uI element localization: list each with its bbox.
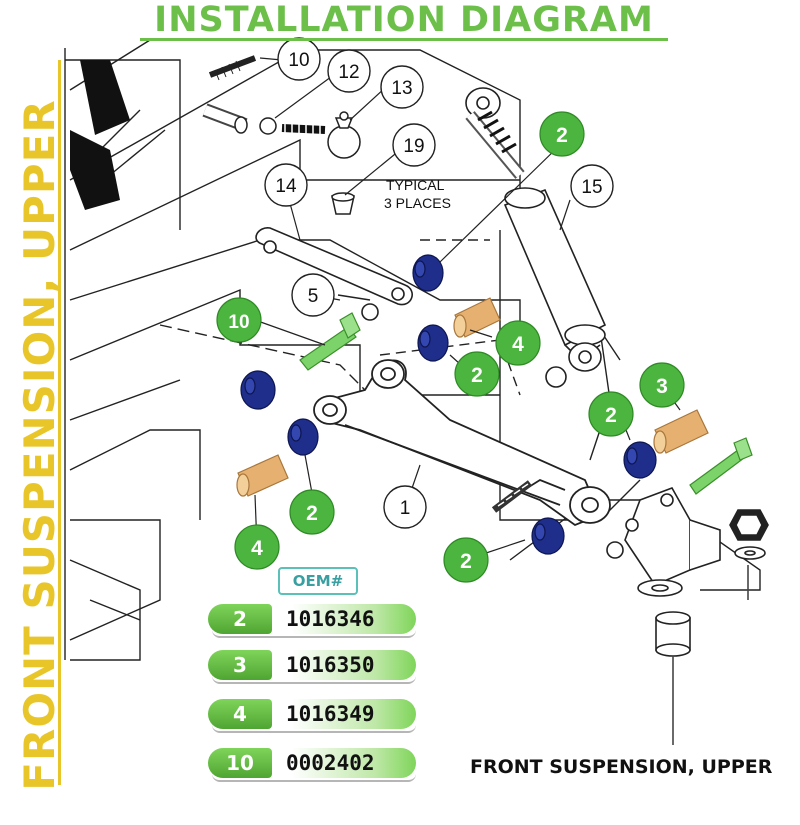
installation-diagram-page: 10 12 13 19 14 15 5 1 TYPICAL 3 PLACES 2… bbox=[15, 0, 773, 791]
oem-row: 10 0002402 bbox=[208, 748, 416, 782]
oem-row-part-number: 1016350 bbox=[278, 650, 416, 680]
title-underline bbox=[140, 38, 668, 41]
callout-4-green-b: 4 bbox=[234, 524, 280, 570]
svg-text:2: 2 bbox=[460, 550, 472, 573]
oem-row: 2 1016346 bbox=[208, 604, 416, 638]
callout-1: 1 bbox=[383, 485, 427, 529]
callout-4-green-a: 4 bbox=[495, 320, 541, 366]
svg-text:14: 14 bbox=[275, 176, 297, 197]
svg-text:4: 4 bbox=[251, 537, 263, 560]
callout-2-green-e: 2 bbox=[443, 537, 489, 583]
oem-row-part-number: 1016349 bbox=[278, 699, 416, 729]
svg-text:19: 19 bbox=[403, 136, 424, 157]
svg-text:10: 10 bbox=[228, 312, 249, 333]
link-plate bbox=[255, 227, 413, 321]
typical-note-line1: TYPICAL bbox=[386, 177, 445, 193]
oem-row-ref: 4 bbox=[208, 699, 272, 729]
oem-row-shadow bbox=[212, 676, 416, 684]
oem-row-ref: 2 bbox=[208, 604, 272, 634]
diagram-caption: FRONT SUSPENSION, UPPER bbox=[470, 756, 773, 778]
svg-text:3: 3 bbox=[656, 375, 668, 398]
callout-5: 5 bbox=[291, 273, 335, 317]
svg-text:2: 2 bbox=[605, 404, 617, 427]
control-arm bbox=[313, 359, 611, 527]
oem-row-ref: 3 bbox=[208, 650, 272, 680]
frame-dark-wedges bbox=[70, 60, 130, 210]
suspension-line-drawing: 10 12 13 19 14 15 5 1 TYPICAL 3 PLACES 2… bbox=[64, 37, 769, 745]
callout-12: 12 bbox=[327, 49, 371, 93]
callout-13: 13 bbox=[380, 65, 424, 109]
tan-sleeves bbox=[236, 297, 709, 497]
ball-joint-assembly bbox=[202, 55, 361, 215]
typical-note-line2: 3 PLACES bbox=[384, 195, 451, 211]
oem-row-ref: 10 bbox=[208, 748, 272, 778]
callout-14: 14 bbox=[264, 163, 308, 207]
oem-row-shadow bbox=[212, 774, 416, 782]
svg-text:10: 10 bbox=[288, 50, 309, 71]
svg-text:2: 2 bbox=[471, 364, 483, 387]
svg-text:12: 12 bbox=[338, 62, 359, 83]
svg-text:1: 1 bbox=[400, 498, 411, 519]
callout-10-white: 10 bbox=[277, 37, 321, 81]
blue-bushings bbox=[240, 254, 657, 555]
callout-2-green-d: 2 bbox=[588, 391, 634, 437]
oem-row: 4 1016349 bbox=[208, 699, 416, 733]
oem-row-part-number: 0002402 bbox=[278, 748, 416, 778]
svg-text:13: 13 bbox=[391, 78, 412, 99]
white-callouts: 10 12 13 19 14 15 5 1 bbox=[264, 37, 614, 529]
side-title-rule bbox=[58, 60, 61, 785]
oem-row-part-number: 1016346 bbox=[278, 604, 416, 634]
oem-label: OEM# bbox=[278, 567, 358, 595]
callout-2-green-b: 2 bbox=[454, 351, 500, 397]
shock-absorber bbox=[465, 87, 607, 388]
callout-2-green-a: 2 bbox=[539, 111, 585, 157]
title-bar: INSTALLATION DIAGRAM bbox=[140, 0, 668, 44]
callout-3-green: 3 bbox=[639, 362, 685, 408]
callout-15: 15 bbox=[570, 164, 614, 208]
green-bolts bbox=[299, 312, 753, 495]
svg-text:5: 5 bbox=[308, 286, 319, 307]
callout-10-green: 10 bbox=[216, 297, 262, 343]
callout-2-green-c: 2 bbox=[289, 489, 335, 535]
green-callouts: 2 10 4 2 2 4 3 2 2 bbox=[216, 111, 685, 583]
mount-bracket bbox=[606, 487, 769, 745]
oem-row-shadow bbox=[212, 630, 416, 638]
oem-row: 3 1016350 bbox=[208, 650, 416, 684]
svg-text:4: 4 bbox=[512, 333, 524, 356]
svg-text:15: 15 bbox=[581, 177, 602, 198]
callout-19: 19 bbox=[392, 123, 436, 167]
svg-text:2: 2 bbox=[556, 124, 568, 147]
oem-row-shadow bbox=[212, 725, 416, 733]
svg-text:2: 2 bbox=[306, 502, 318, 525]
page-title: INSTALLATION DIAGRAM bbox=[154, 0, 654, 40]
